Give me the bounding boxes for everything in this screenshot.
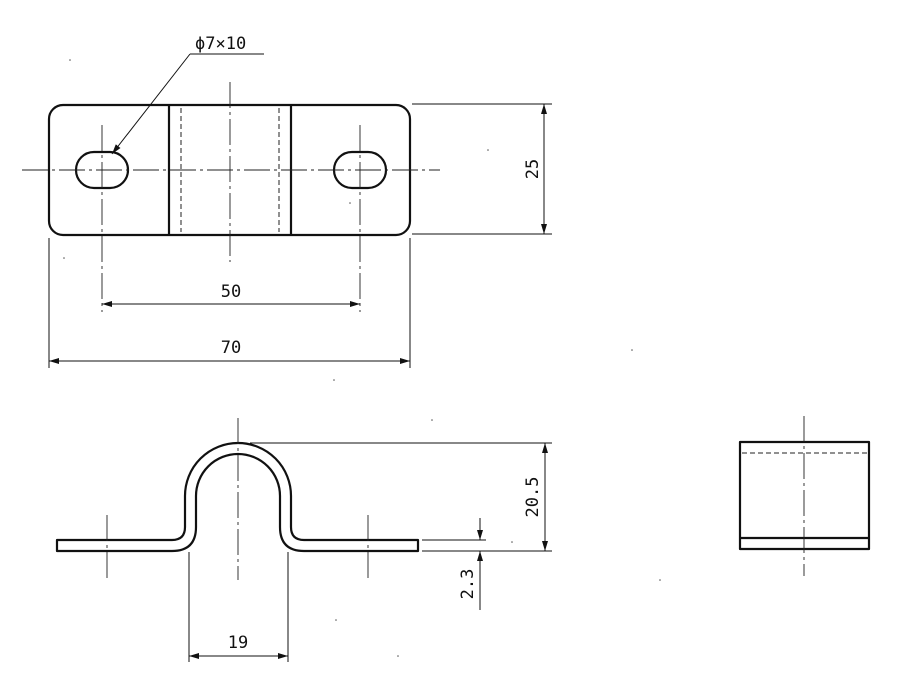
length-70-label: 70	[221, 338, 241, 358]
height-20-5-label: 20.5	[523, 477, 543, 518]
speck	[333, 379, 335, 381]
speck	[335, 619, 337, 621]
scan-specks	[63, 59, 661, 657]
top-view: ϕ7×10 25 50 70	[22, 34, 552, 368]
slot-dimension-label: ϕ7×10	[195, 34, 246, 54]
speck	[659, 579, 661, 581]
speck	[397, 655, 399, 657]
thickness-2-3-label: 2.3	[458, 569, 478, 600]
speck	[431, 419, 433, 421]
side-view	[738, 416, 871, 576]
width-19-label: 19	[228, 633, 248, 653]
speck	[349, 202, 351, 204]
speck	[511, 541, 513, 543]
speck	[631, 349, 633, 351]
front-view: 20.5 2.3 19	[55, 418, 552, 662]
pitch-50-label: 50	[221, 282, 241, 302]
bent-strip-outline	[55, 441, 420, 553]
height-25-label: 25	[523, 159, 543, 179]
speck	[69, 59, 71, 61]
speck	[63, 257, 65, 259]
side-outline	[738, 440, 871, 551]
speck	[487, 149, 489, 151]
slot-leader	[111, 53, 191, 155]
